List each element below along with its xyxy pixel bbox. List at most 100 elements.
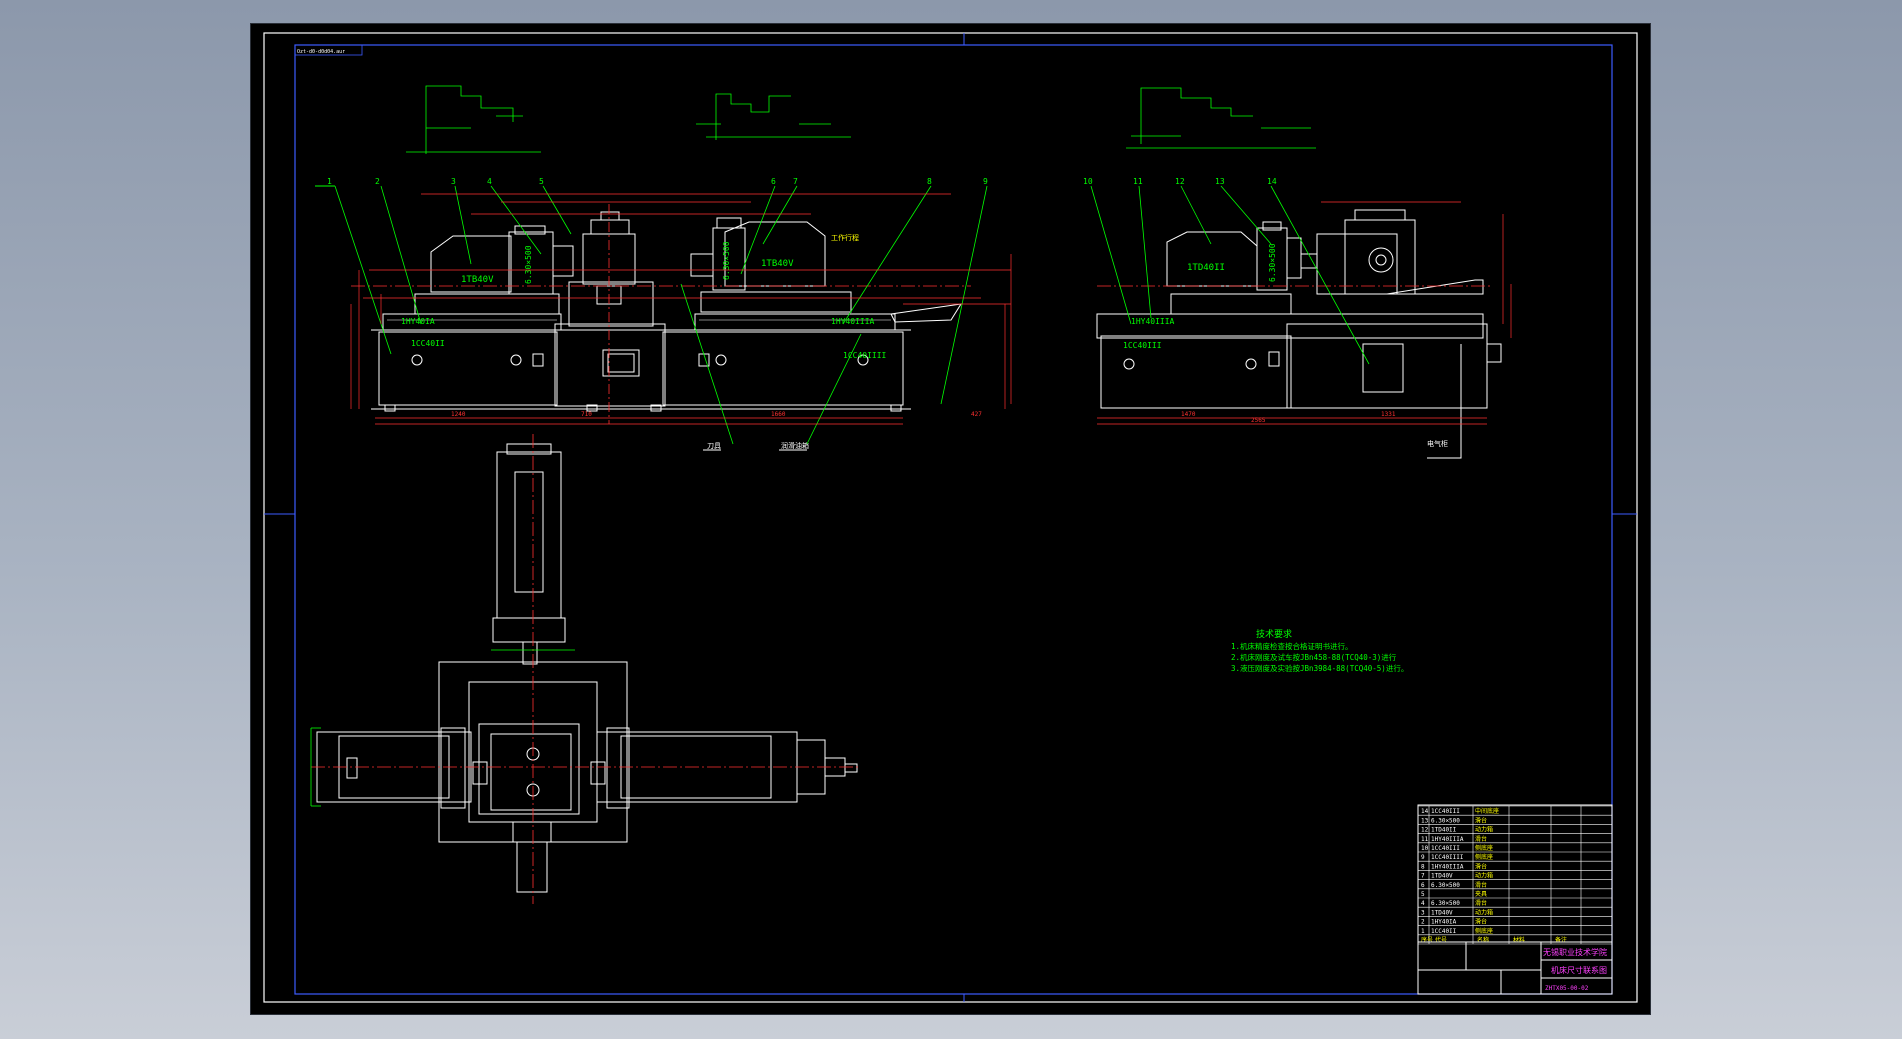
electric-box-label: 电气柜 (1427, 439, 1448, 448)
side-base-right (1286, 323, 1488, 409)
balloon-11: 11 (1133, 177, 1143, 186)
bom-header-cell: 名称 (1477, 936, 1489, 944)
right-base (662, 331, 904, 406)
side-base-left (1100, 335, 1292, 409)
bom-cell: 滑台 (1475, 881, 1487, 889)
bom-cell: 1TD40V (1431, 873, 1453, 880)
bom-cell: 10 (1421, 845, 1429, 852)
balloon-5: 5 (539, 177, 544, 186)
outer-border (263, 32, 1638, 1003)
balloon-3: 3 (451, 177, 456, 186)
balloon-13: 13 (1215, 177, 1225, 186)
dim-bottom-1: 1240 (451, 411, 466, 418)
bom-cell: 1HY40IIIA (1431, 863, 1464, 870)
side-slide-label: 6.30×500 (1268, 243, 1277, 282)
drawing-name: 机床尺寸联系图 (1551, 965, 1607, 975)
bom-cell: 3 (1421, 909, 1425, 916)
bom-header-cell: 序号 (1421, 936, 1433, 944)
bom-cell: 1CC40III (1431, 808, 1460, 815)
dim-bottom-3: 1660 (771, 411, 786, 418)
balloon-1: 1 (327, 177, 332, 186)
inner-border (294, 44, 1613, 995)
left-head-model: 1TB40V (461, 275, 494, 285)
top-view (316, 443, 858, 893)
dim-bottom-4: 427 (971, 411, 982, 418)
tech-line-2: 2.机床刚度及试车按JBn458-88(TCQ40-3)进行 (1231, 652, 1397, 662)
center-base (554, 323, 666, 407)
bom-cell: 1TD40V (1431, 909, 1453, 916)
bom-cell: 14 (1421, 808, 1429, 815)
bom-cell: 6.30×500 (1431, 900, 1460, 907)
right-base-label: 1CC40IIII (843, 351, 887, 360)
corner-tag: Ozt-d0-d0d04.aur (297, 49, 345, 55)
left-head (430, 235, 512, 293)
bom-cell: 1HY40IIIA (1431, 836, 1464, 843)
side-base-label: 1CC40III (1123, 341, 1162, 350)
left-table-label: 1HY40IA (401, 317, 435, 326)
fixture (568, 281, 654, 327)
bom-cell: 滑台 (1475, 835, 1487, 843)
bom-cell: 1CC40IIII (1431, 854, 1464, 861)
tech-title: 技术要求 (1256, 628, 1292, 640)
tech-requirements: 技术要求 1.机床精度检查按合格证明书进行。 2.机床刚度及试车按JBn458-… (1231, 628, 1408, 673)
bom-cell: 6.30×500 (1431, 817, 1460, 824)
bom-cell: 6 (1421, 882, 1425, 889)
tech-line-3: 3.液压刚度及实验按JBn3984-88(TCQ40-5)进行。 (1231, 663, 1408, 673)
bom-cell: 9 (1421, 854, 1425, 861)
bom-cell: 侧底座 (1475, 853, 1493, 861)
right-slide-label: 6.30×500 (722, 241, 731, 280)
bom-cell: 5 (1421, 891, 1425, 898)
bom-cell: 11 (1421, 836, 1429, 843)
side-view: 1TD40II 6.30×500 1HY40IIIA 1CC40III 电气柜 … (1083, 87, 1512, 459)
bom-cell: 滑台 (1475, 862, 1487, 870)
balloon-2: 2 (375, 177, 380, 186)
balloon-8: 8 (927, 177, 932, 186)
bom-cell: 中间底座 (1475, 807, 1499, 815)
left-slide-label: 6.30×500 (524, 245, 533, 284)
right-head-model: 1TB40V (761, 259, 794, 269)
balloon-12: 12 (1175, 177, 1185, 186)
bom-header-cell: 代号 (1435, 936, 1447, 944)
bom-cell: 1HY40IA (1431, 919, 1457, 926)
left-base (378, 331, 558, 406)
drawing-number: ZHTX05-00-02 (1545, 985, 1589, 992)
tech-line-1: 1.机床精度检查按合格证明书进行。 (1231, 641, 1353, 651)
bom-cell: 动力箱 (1475, 872, 1493, 880)
bom-cell: 1 (1421, 928, 1425, 935)
bom-cell: 侧底座 (1475, 844, 1493, 852)
bom-cell: 侧底座 (1475, 927, 1493, 935)
bom-cell: 夹具 (1475, 890, 1487, 898)
bom-cell: 滑台 (1475, 816, 1487, 824)
bom-header-cell: 备注 (1555, 936, 1567, 944)
balloon-4: 4 (487, 177, 492, 186)
front-view: 1TB40V 6.30×500 1TB40V 6.30×500 1HY40IA … (315, 85, 1012, 451)
bom-cell: 6.30×500 (1431, 882, 1460, 889)
bom-cell: 7 (1421, 873, 1425, 880)
bom-cell: 滑台 (1475, 899, 1487, 907)
bom-cell: 1CC40III (1431, 845, 1460, 852)
corner-tag-box (294, 44, 363, 56)
side-dim-1: 1470 (1181, 411, 1196, 418)
balloon-6: 6 (771, 177, 776, 186)
cad-drawing: Ozt-d0-d0d04.aur (263, 32, 1638, 1003)
work-stroke-label: 工作行程 (831, 233, 859, 242)
bom-cell: 1TD40II (1431, 827, 1457, 834)
bom-cell: 2 (1421, 919, 1425, 926)
bom-cell: 1CC40II (1431, 928, 1457, 935)
bom-cell: 滑台 (1475, 918, 1487, 926)
left-base-label: 1CC40II (411, 339, 445, 348)
side-dim-3: 1331 (1381, 411, 1396, 418)
lube-label: 润滑油箱 (781, 441, 809, 450)
balloon-10: 10 (1083, 177, 1093, 186)
right-table-label: 1HY40IIIA (831, 317, 875, 326)
bom-cell: 12 (1421, 827, 1429, 834)
side-dim-2: 2565 (1251, 417, 1266, 424)
side-head-model: 1TD40II (1187, 263, 1225, 273)
tool-label: 刀具 (707, 442, 721, 450)
bom-cell: 8 (1421, 863, 1425, 870)
cad-viewport[interactable]: Ozt-d0-d0d04.aur (251, 24, 1650, 1014)
dim-bottom-2: 710 (581, 411, 592, 418)
bom-cell: 4 (1421, 900, 1425, 907)
right-head (724, 221, 826, 287)
